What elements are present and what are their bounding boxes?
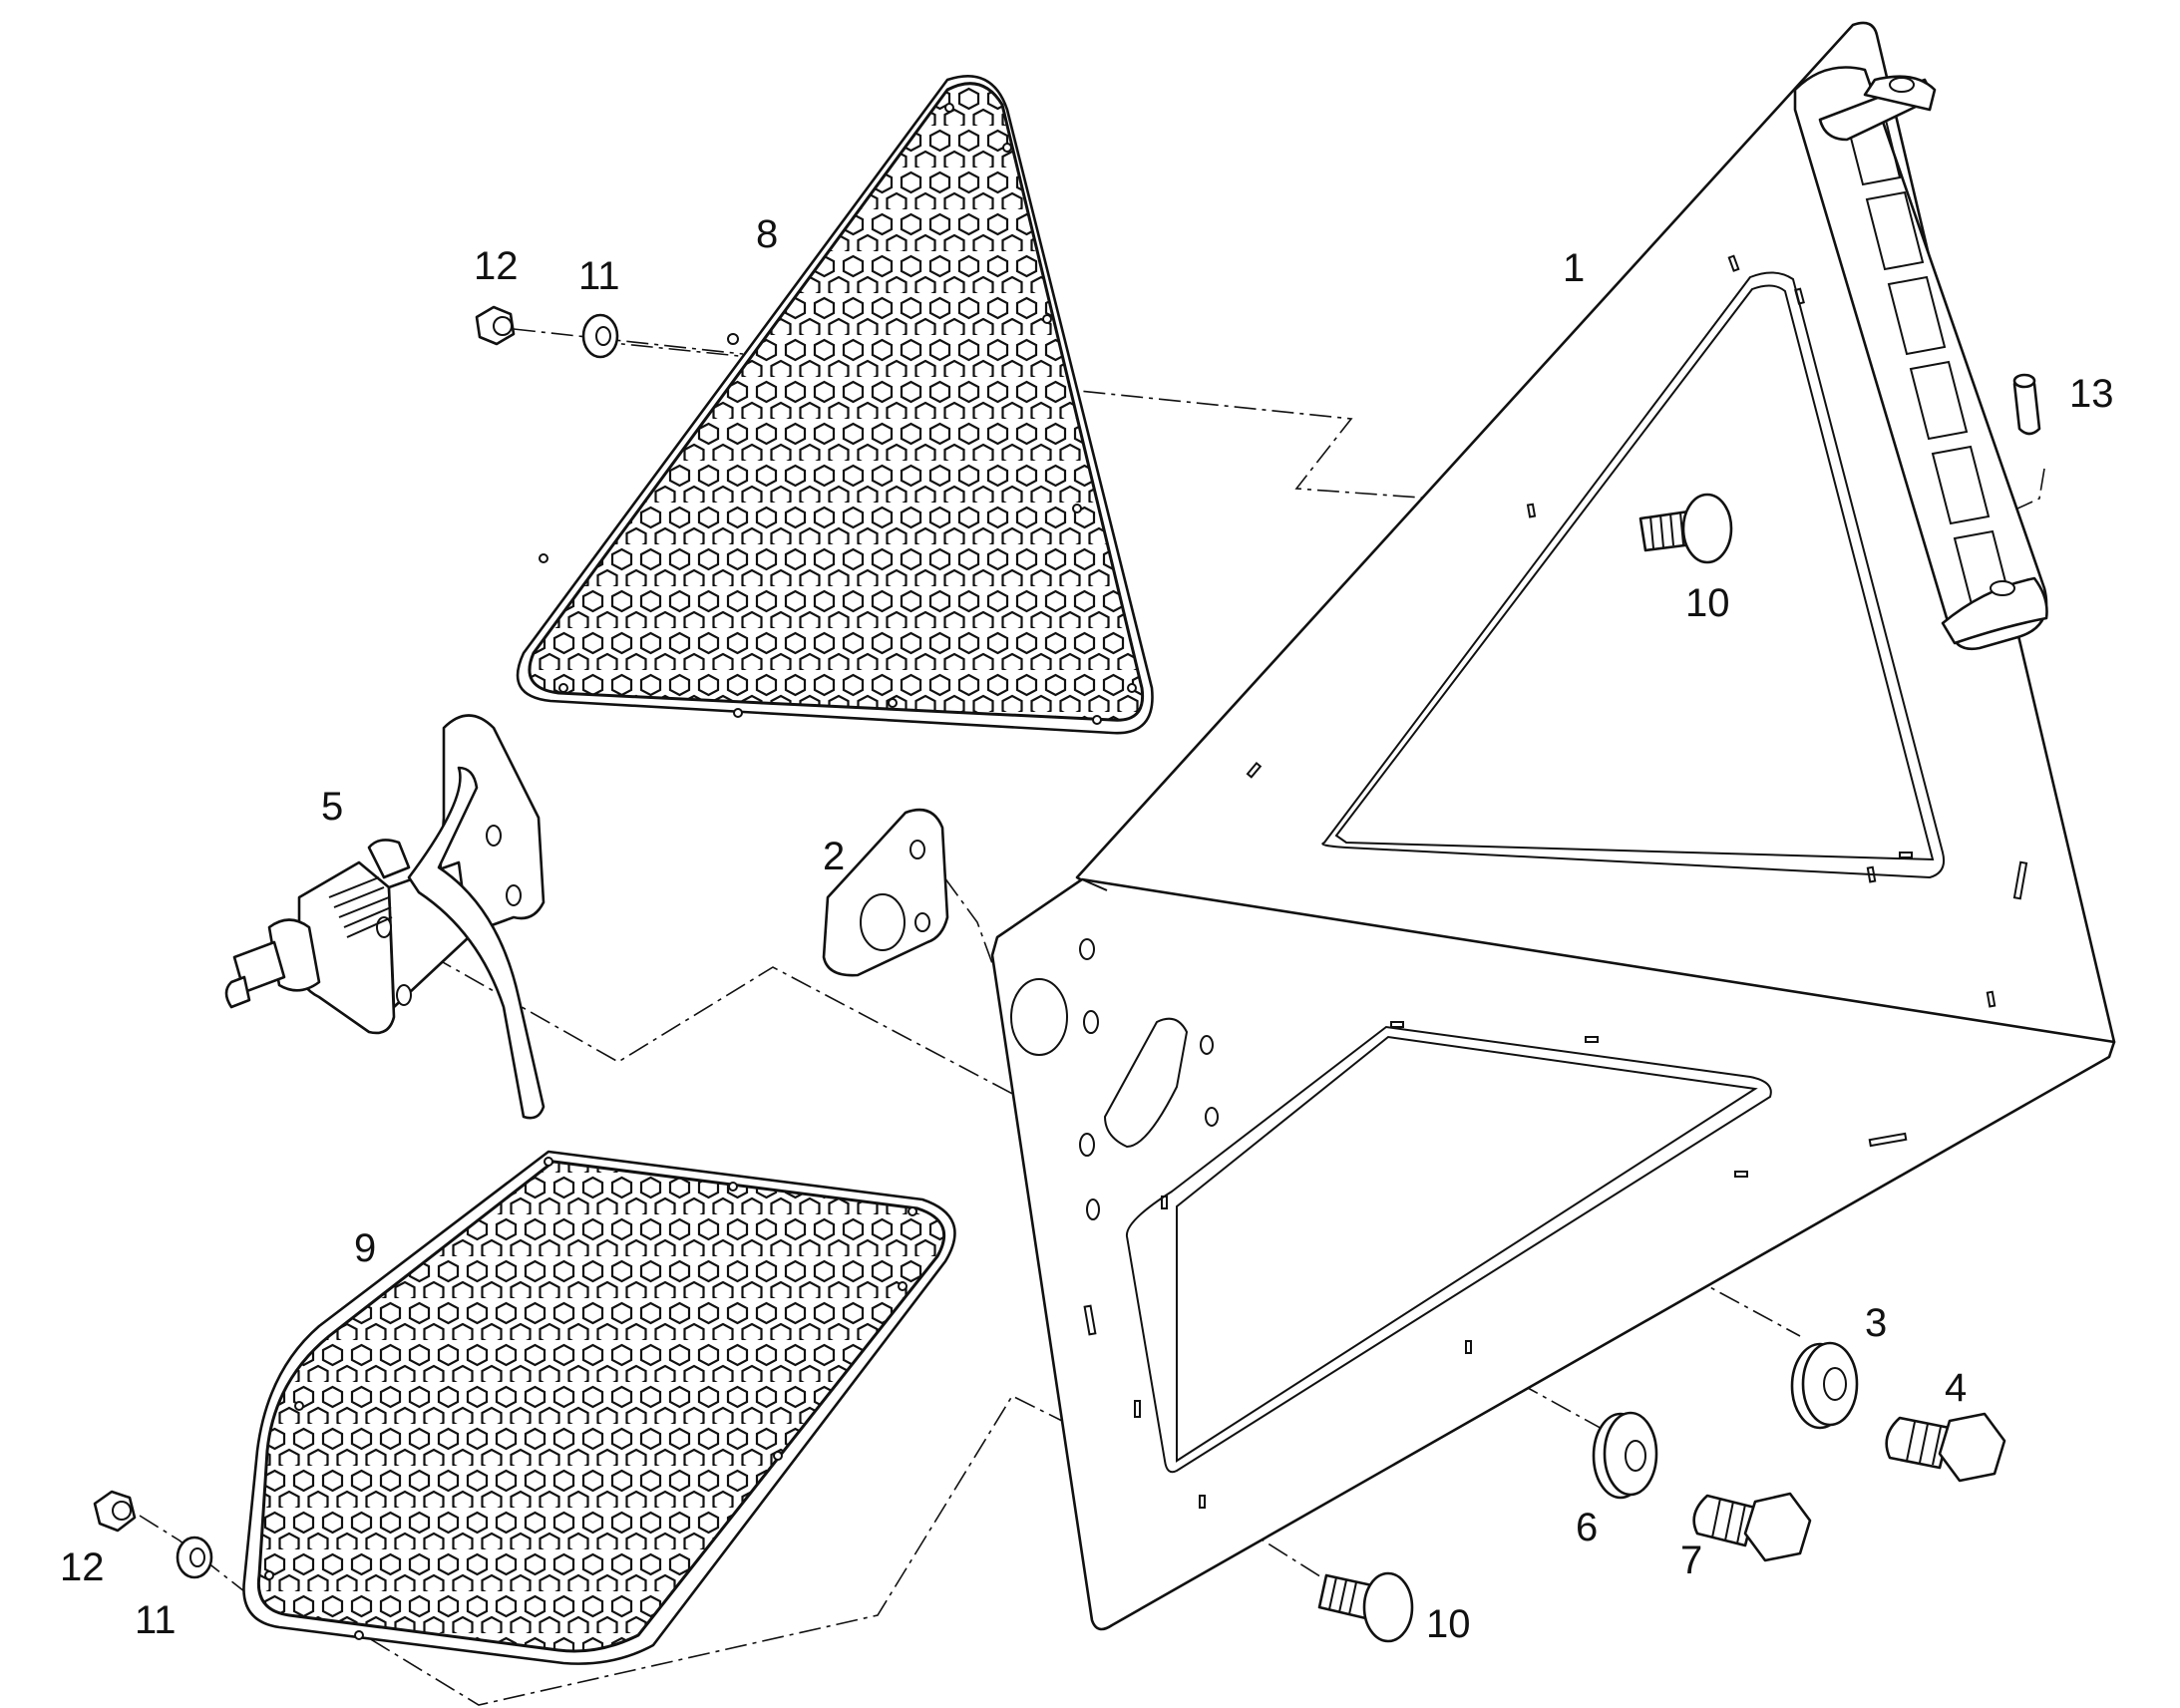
bolt-part-7 bbox=[1692, 1492, 1812, 1562]
washer-part-11-lower bbox=[176, 1536, 213, 1579]
washer-part-3 bbox=[1790, 1341, 1859, 1430]
grille-part-9 bbox=[242, 1150, 956, 1665]
main-bracket-part-1 bbox=[990, 21, 2116, 1631]
callout-2: 2 bbox=[823, 835, 845, 878]
callout-12-lower: 12 bbox=[60, 1545, 105, 1589]
callout-7: 7 bbox=[1680, 1538, 1702, 1582]
plate-part-2 bbox=[822, 808, 949, 977]
callout-10-upper: 10 bbox=[1685, 581, 1730, 625]
washer-part-6 bbox=[1592, 1411, 1658, 1500]
rivet-part-10-upper bbox=[1638, 493, 1733, 564]
rivet-part-10-lower bbox=[1317, 1571, 1414, 1643]
callout-10-lower: 10 bbox=[1426, 1602, 1471, 1646]
callout-8: 8 bbox=[756, 212, 778, 256]
callout-11-upper: 11 bbox=[578, 254, 620, 298]
nut-part-12-upper bbox=[475, 305, 516, 346]
callout-9: 9 bbox=[354, 1226, 376, 1270]
bolt-part-4 bbox=[1885, 1412, 2006, 1483]
washer-part-11-upper bbox=[581, 313, 619, 359]
nut-part-12-lower bbox=[93, 1490, 137, 1533]
latch-part-5 bbox=[224, 714, 545, 1120]
callout-6: 6 bbox=[1576, 1506, 1598, 1549]
callout-12-upper: 12 bbox=[474, 244, 519, 288]
callout-4: 4 bbox=[1945, 1366, 1967, 1410]
callout-3: 3 bbox=[1865, 1301, 1887, 1345]
callout-1: 1 bbox=[1563, 246, 1585, 290]
callout-11-lower: 11 bbox=[135, 1598, 177, 1642]
callout-5: 5 bbox=[321, 785, 343, 829]
pin-part-13 bbox=[2012, 373, 2041, 436]
callout-labels: 1 2 3 4 5 6 7 8 9 10 10 11 11 12 12 13 bbox=[60, 212, 2114, 1646]
callout-13: 13 bbox=[2069, 372, 2114, 416]
grille-part-8 bbox=[516, 75, 1154, 735]
